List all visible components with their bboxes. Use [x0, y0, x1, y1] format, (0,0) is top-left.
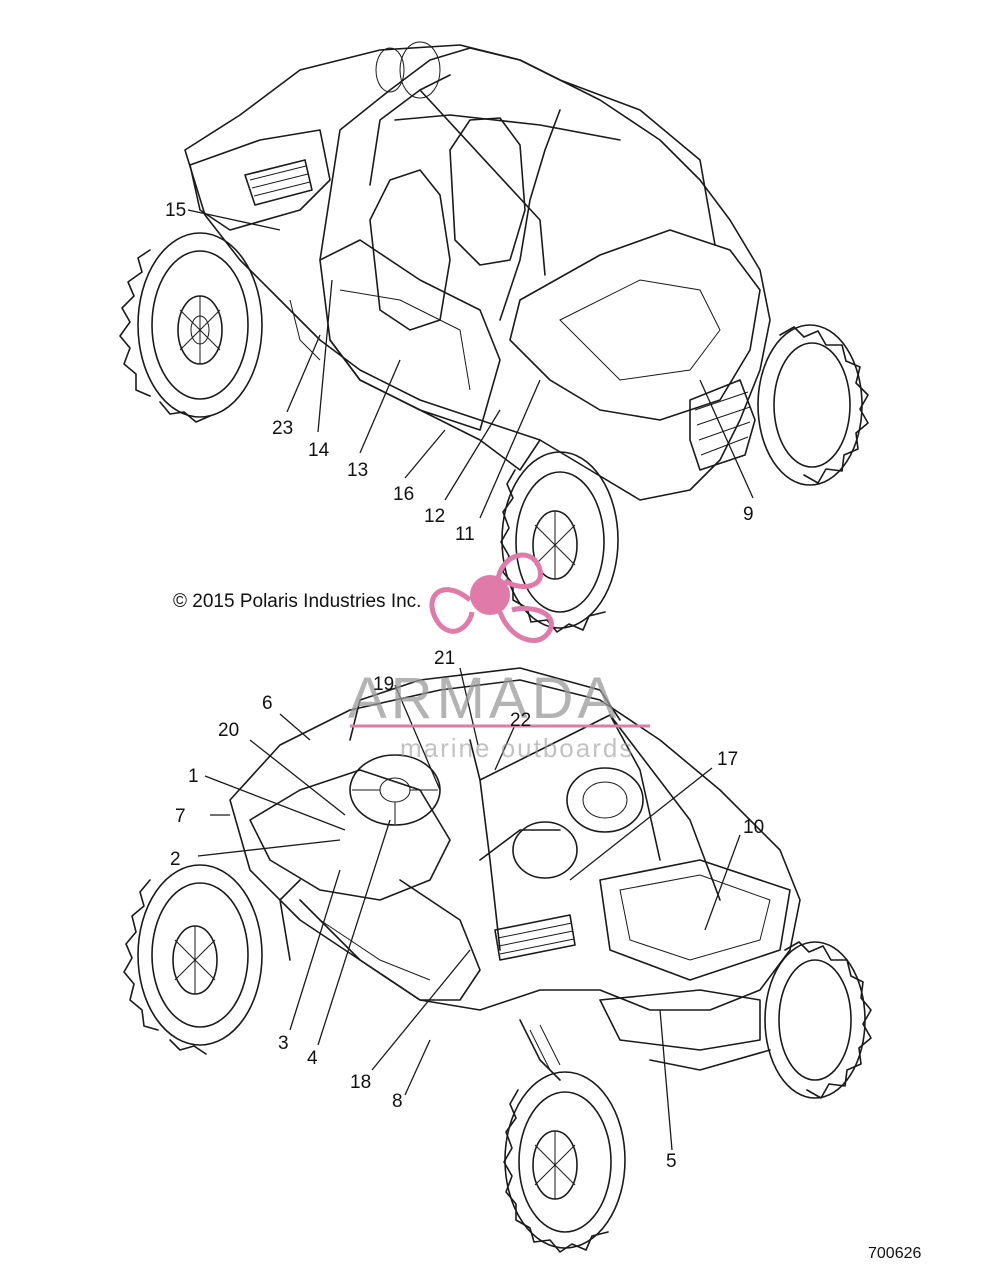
lower-front-right-wheel — [764, 941, 872, 1099]
leader-lines — [187, 209, 754, 1151]
watermark-tagline: marine outboards — [400, 733, 634, 763]
steering-wheel — [349, 754, 441, 826]
upper-vehicle-illustration — [119, 41, 869, 633]
lower-front-left-wheel — [503, 1071, 626, 1253]
watermark-brand: ARMADA — [348, 666, 620, 731]
callout-15: 15 — [165, 200, 186, 221]
callout-13: 13 — [347, 460, 368, 481]
callout-17: 17 — [717, 749, 738, 770]
callout-3: 3 — [278, 1033, 289, 1054]
callout-23: 23 — [272, 418, 293, 439]
callout-labels: 15 23 14 13 16 12 11 9 21 19 6 22 20 17 … — [165, 200, 764, 1172]
callout-7: 7 — [175, 806, 186, 827]
callout-11: 11 — [455, 524, 475, 545]
figure-number: 700626 — [868, 1245, 921, 1262]
upper-front-right-wheel — [757, 324, 869, 486]
armada-propeller-logo — [429, 552, 554, 643]
upper-rear-wheel — [119, 232, 263, 423]
callout-8: 8 — [392, 1091, 403, 1112]
lower-vehicle-illustration — [123, 667, 872, 1253]
callout-22: 22 — [510, 710, 531, 731]
callout-6: 6 — [262, 693, 273, 714]
callout-9: 9 — [743, 504, 754, 525]
callout-14: 14 — [308, 440, 330, 461]
lower-rear-wheel — [123, 864, 263, 1055]
callout-1: 1 — [188, 766, 199, 787]
callout-2: 2 — [170, 849, 181, 870]
callout-16: 16 — [393, 484, 414, 505]
callout-20: 20 — [218, 720, 239, 741]
upper-front-left-wheel — [500, 451, 619, 633]
copyright-notice: © 2015 Polaris Industries Inc. — [173, 591, 421, 612]
callout-10: 10 — [743, 817, 764, 838]
armada-watermark: ARMADA marine outboards — [348, 552, 650, 763]
callout-19: 19 — [373, 674, 394, 695]
callout-4: 4 — [307, 1048, 318, 1069]
callout-12: 12 — [424, 506, 445, 527]
callout-21: 21 — [434, 648, 455, 669]
callout-18: 18 — [350, 1072, 371, 1093]
callout-5: 5 — [666, 1151, 677, 1172]
